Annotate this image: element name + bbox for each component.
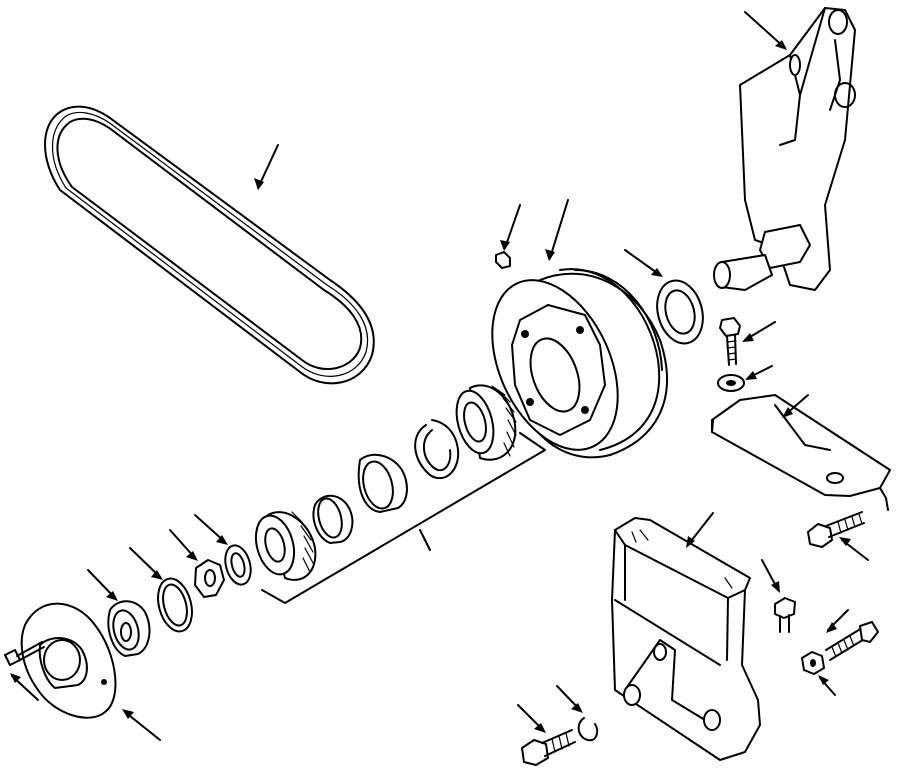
nut-lower: [801, 651, 825, 675]
drive-belt: [44, 105, 375, 385]
bearing-cone-inner: [455, 384, 517, 461]
arrow-nut-lower: [818, 675, 829, 685]
cover-bolt: [4, 641, 45, 666]
arrow-bracket-lower: [686, 536, 695, 548]
arrow-bolt-plate: [839, 537, 851, 546]
lock-washer-lower: [577, 717, 599, 742]
bolt-lower-a: [521, 729, 576, 766]
dust-cover: [20, 602, 117, 719]
oil-seal: [656, 279, 704, 345]
mounting-bracket-upper: [713, 7, 856, 291]
bolt-plate: [807, 511, 865, 548]
arrow-bolt-lower-a: [534, 723, 546, 733]
washer-plate: [717, 374, 745, 392]
bearing-cup: [357, 453, 408, 513]
lock-nut: [194, 559, 225, 598]
arrow-bolt-lower-b: [771, 581, 780, 593]
arrow-dust-cover: [122, 709, 134, 719]
leader-belt: [257, 144, 279, 189]
arrow-lock-washer: [571, 703, 583, 713]
group-bracket: [261, 432, 546, 604]
arrow-seal-washer: [216, 535, 228, 545]
bolt-upper: [719, 317, 741, 366]
arrow-hub: [545, 249, 555, 261]
plate-bracket: [711, 394, 891, 511]
seal-washer: [224, 544, 252, 586]
o-ring: [157, 577, 193, 633]
arrow-plate: [782, 407, 793, 418]
arrow-cover-bolt: [10, 673, 21, 683]
bearing-cone-outer: [254, 511, 317, 581]
arrow-washer-plate: [745, 371, 757, 380]
stud-bolt: [825, 621, 879, 661]
arrow-o-ring: [151, 570, 163, 580]
leader-seal: [624, 249, 661, 276]
leader-dust-cover: [124, 711, 161, 741]
snap-ring: [414, 419, 460, 480]
arrow-cap: [106, 591, 118, 601]
support-bracket-lower: [611, 517, 761, 761]
leader-o-ring: [129, 547, 161, 578]
washer-upper: [495, 251, 511, 269]
spacer: [312, 494, 354, 544]
arrow-lock-nut: [186, 551, 198, 561]
arrow-seal: [651, 268, 663, 277]
leader-hub: [549, 199, 569, 259]
arrow-bracket-upper: [775, 40, 787, 50]
leader-group: [419, 529, 431, 551]
pulley-cap: [107, 600, 151, 657]
arrow-stud: [826, 622, 837, 633]
leader-washer-upper: [504, 204, 521, 249]
pulley-hub: [491, 268, 668, 459]
bolt-lower-b: [774, 597, 796, 633]
arrow-bolt-upper: [742, 333, 754, 342]
arrow-belt: [254, 178, 264, 190]
arrow-washer-upper: [500, 240, 510, 251]
leader-bracket-upper: [744, 11, 786, 49]
